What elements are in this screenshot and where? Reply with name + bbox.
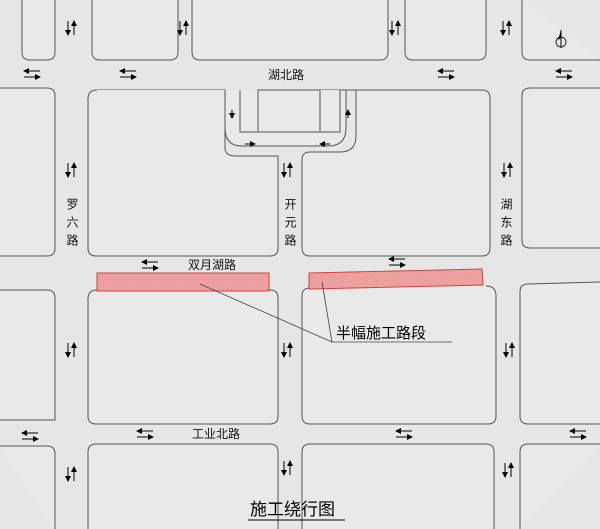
road-label-shuangyuehu: 双月湖路 <box>188 257 236 272</box>
construction-zone-east <box>308 268 484 290</box>
traffic-arrows <box>21 20 587 482</box>
block <box>404 0 487 61</box>
road-label-kaiyuan: 开元路 <box>283 198 297 252</box>
block <box>257 89 321 133</box>
block <box>87 443 279 529</box>
block <box>301 89 491 257</box>
north-arrow-icon <box>555 30 567 48</box>
block <box>87 289 279 425</box>
block <box>87 89 279 257</box>
block <box>301 443 495 529</box>
construction-zone-west <box>96 272 270 292</box>
block <box>91 0 179 61</box>
block <box>21 0 56 61</box>
map-title: 施工绕行图 <box>250 500 335 520</box>
road-label-hudong: 湖东路 <box>499 197 513 252</box>
block <box>521 87 600 249</box>
construction-callout-label: 半幅施工路段 <box>336 324 426 342</box>
construction-zones <box>96 268 484 292</box>
road-label-gongyebei: 工业北路 <box>192 426 240 441</box>
road-label-luoliu: 罗六路 <box>65 198 79 252</box>
block <box>0 87 56 257</box>
block <box>519 281 600 425</box>
callout-leaders <box>199 281 452 343</box>
block <box>519 443 600 529</box>
block <box>0 289 56 421</box>
road-label-hubei: 湖北路 <box>268 67 304 82</box>
block <box>301 285 497 425</box>
block <box>0 445 56 529</box>
block <box>191 0 389 61</box>
